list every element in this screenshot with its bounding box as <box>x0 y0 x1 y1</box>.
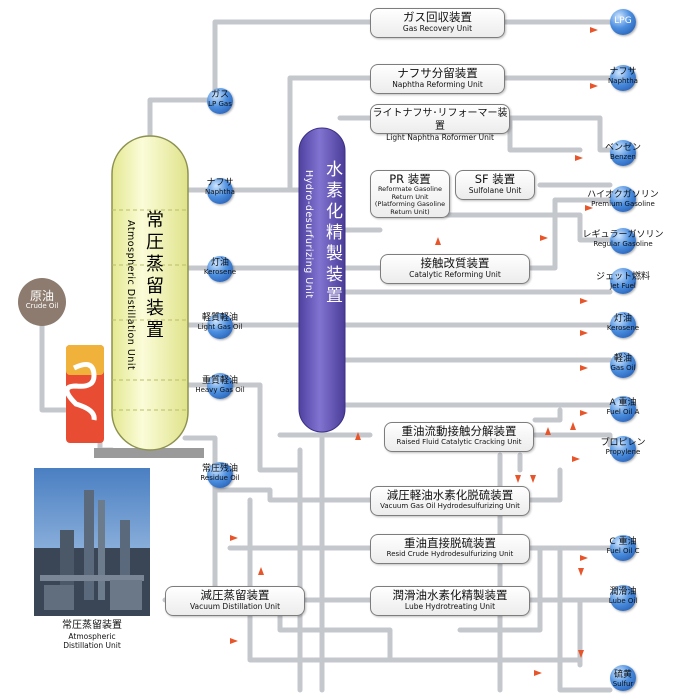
kerosene-draw-node <box>207 256 233 282</box>
benzene-node <box>610 140 636 166</box>
flow-arrows <box>230 27 598 676</box>
fuel-oil-c-node <box>610 535 636 561</box>
heavy-gas-oil-node <box>207 373 233 399</box>
fuel-oil-a-node <box>610 396 636 422</box>
furnace-heater <box>64 345 104 443</box>
lpg-label: LPG <box>614 16 632 26</box>
kerosene-product-node <box>610 312 636 338</box>
sulfur-node <box>610 665 636 691</box>
atmospheric-column <box>94 135 204 458</box>
lpg-node <box>610 9 636 35</box>
hydro-unit-title-en: Hydro-desurfurizing Unit <box>303 170 314 299</box>
gas-node <box>207 88 233 114</box>
jet-fuel-node <box>610 268 636 294</box>
naphtha-product-node <box>610 65 636 91</box>
atmospheric-unit-title-en: Atmospheric Distillation Unit <box>125 220 136 371</box>
light-gas-oil-node <box>207 313 233 339</box>
crude-oil-node <box>18 278 66 326</box>
hydro-unit-vessel <box>298 127 346 433</box>
atmospheric-unit-title: 常圧蒸留装置 <box>143 210 164 342</box>
naphtha-draw-node <box>207 178 233 204</box>
residue-oil-node <box>207 462 233 488</box>
photo-caption: 常圧蒸留装置 Atmospheric Distillation Unit <box>62 620 122 650</box>
propylene-node <box>610 436 636 462</box>
lube-oil-node <box>610 585 636 611</box>
crude-oil-label: 原油 Crude Oil <box>25 289 59 310</box>
premium-gasoline-node <box>610 186 636 212</box>
regular-gasoline-node <box>610 228 636 254</box>
gas-oil-node <box>610 352 636 378</box>
hydro-unit-title: 水素化精製装置 <box>322 160 342 307</box>
refinery-photo <box>34 468 150 616</box>
